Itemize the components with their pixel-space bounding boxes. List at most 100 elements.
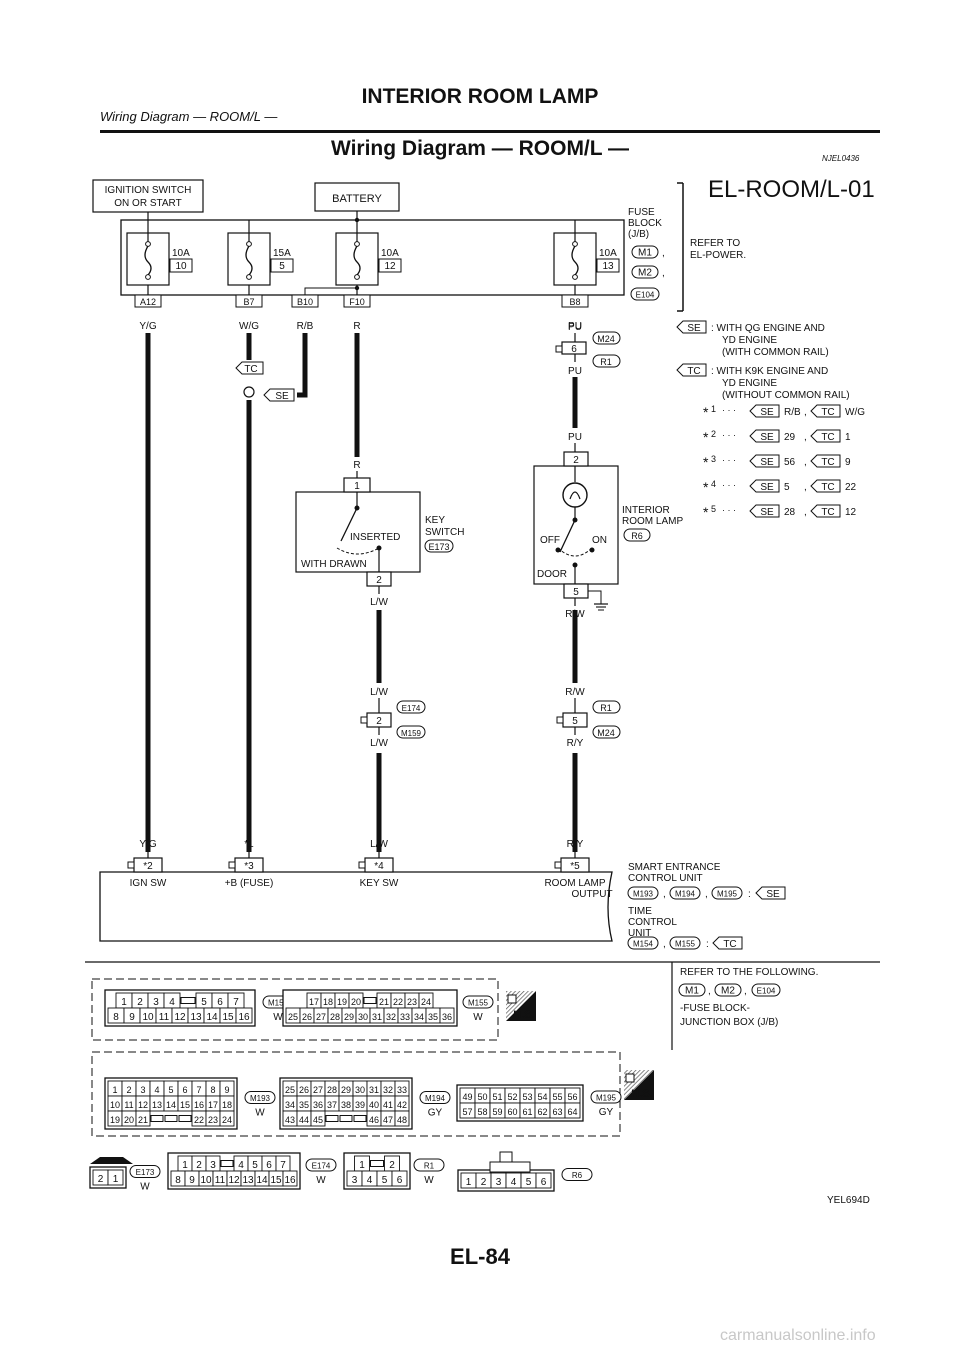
fuse-num-box	[270, 258, 294, 273]
fuse-amp: 15A	[273, 248, 291, 259]
fuse-block-label: FUSE BLOCK (J/B)	[628, 207, 662, 240]
fuse-wire-label: W/G	[239, 321, 259, 332]
connector-pin-number: 50	[477, 1092, 487, 1102]
pin-m24-6: 6	[571, 344, 577, 355]
connector-pin-number: 16	[238, 1012, 250, 1023]
connector-pin-number: 23	[407, 997, 417, 1007]
connector-pin-number: 2	[126, 1085, 131, 1095]
fuse-terminal	[235, 294, 263, 308]
legend-se-value: R/B	[784, 407, 801, 418]
connector-pin-number: 36	[442, 1012, 452, 1022]
legend: SE : WITH QG ENGINE AND YD ENGINE (WITH …	[676, 320, 865, 520]
unit-pin-latch	[358, 861, 366, 869]
fuse-dot-top	[354, 241, 360, 247]
connector-pin-number: 15	[222, 1012, 234, 1023]
connector-pin-number: 52	[507, 1092, 517, 1102]
connector-pin-number: 49	[462, 1092, 472, 1102]
connector-pin-number: 17	[309, 997, 319, 1007]
fuse-block-label-3: (J/B)	[628, 229, 649, 240]
connector-pin-number: 6	[217, 997, 223, 1008]
r6-cap	[489, 1161, 531, 1173]
connector-pin-cell	[219, 1110, 235, 1127]
e174-wire-top: L/W	[370, 687, 388, 698]
lamp-bulb-icon	[562, 482, 588, 508]
wire-pu-top: PU	[568, 322, 582, 333]
legend-star: *	[703, 404, 709, 420]
connector-pin-number: 61	[522, 1107, 532, 1117]
lamp-wire-top: PU	[568, 432, 582, 443]
connector-pin-number: 8	[113, 1012, 119, 1023]
e174-tag: E174	[402, 704, 421, 713]
connector-name-tag: M155	[468, 999, 489, 1008]
tc-conn-0-pill	[627, 936, 659, 950]
connector-pin-number: 2	[481, 1177, 487, 1188]
fuse-wire-label: R	[353, 321, 360, 332]
connector-name-tag-pill	[590, 1090, 622, 1104]
m24-lower-tag: M24	[597, 728, 615, 738]
option-se-label: SE	[275, 391, 289, 402]
refer-following: REFER TO THE FOLLOWING. M1,M2,E104 -FUSE…	[85, 961, 880, 1050]
connector-name-tag-pill	[305, 1158, 337, 1172]
legend-tc-line2: YD ENGINE	[722, 378, 777, 389]
legend-tc-tag-shape	[810, 504, 841, 518]
tc-colon: :	[706, 939, 709, 950]
connector-pin-number: 2	[98, 1174, 104, 1185]
connector-pin-number: 43	[285, 1115, 295, 1125]
se-conn-2: M195	[717, 890, 738, 899]
unit-pin-label: *2	[143, 861, 153, 872]
connector-name-tag: E174	[312, 1162, 331, 1171]
tc-unit-name-2: CONTROL	[628, 917, 677, 928]
connector-pin-number: 24	[421, 997, 431, 1007]
terminal-b10: B10 R/B	[291, 294, 319, 332]
connector-pin-number: 20	[124, 1115, 134, 1125]
connector-pin-number: 7	[280, 1160, 286, 1171]
connector-key	[325, 1115, 339, 1122]
connector-pin-number: 37	[327, 1100, 337, 1110]
connector-pin-number: 35	[428, 1012, 438, 1022]
fuse-amp: 10A	[599, 248, 617, 259]
fuse-block-conn-m1-pill	[631, 245, 659, 259]
key-name-1: KEY	[425, 515, 445, 526]
connector-pin-cell	[107, 1169, 124, 1186]
se-comma: ,	[663, 889, 666, 900]
page-title: INTERIOR ROOM LAMP	[361, 85, 599, 108]
connector-pin-number: 9	[129, 1012, 135, 1023]
legend-tc-value: 9	[845, 457, 851, 468]
connector-pin-number: 6	[397, 1175, 403, 1186]
connector-key	[150, 1115, 164, 1122]
connector-pin-number: 35	[299, 1100, 309, 1110]
legend-tc-line1: : WITH K9K ENGINE AND	[711, 366, 828, 377]
se-conn-1: M194	[675, 890, 696, 899]
connector-key	[178, 1115, 192, 1122]
unit-pin-label: *5	[570, 861, 580, 872]
connector-pin-number: 15	[270, 1175, 282, 1186]
diagram-ref-code: NJEL0436	[822, 154, 860, 163]
refer-power-label: EL-POWER.	[690, 250, 746, 261]
legend-num: 2	[711, 429, 716, 439]
battery-label: BATTERY	[332, 193, 382, 205]
refer-conn-e104: E104	[757, 987, 776, 996]
connector-pin-number: 4	[238, 1160, 244, 1171]
fuse-block-conn-e104-pill	[630, 287, 660, 301]
connector-pin-number: 24	[222, 1115, 232, 1125]
refer-conn-m1-pill	[678, 983, 706, 997]
wire-pu-mid: PU	[568, 366, 582, 377]
connector-pin-number: 28	[330, 1012, 340, 1022]
legend-tc-value: 22	[845, 482, 857, 493]
hs-label: H.S.	[631, 1088, 652, 1100]
legend-se-line2: YD ENGINE	[722, 335, 777, 346]
connector-pin-number: 5	[526, 1177, 532, 1188]
legend-se-tag: SE	[760, 432, 774, 443]
fuse-dot-bot	[246, 274, 252, 280]
lamp-off-label: OFF	[540, 535, 560, 546]
connector-pin-number: 25	[288, 1012, 298, 1022]
fuse-block-conn-m2: M2	[638, 268, 652, 279]
ignition-switch: IGNITION SWITCH ON OR START	[92, 179, 204, 213]
connector-pin-number: 7	[233, 997, 239, 1008]
connector-pin-number: 16	[194, 1100, 204, 1110]
connector-r1-lower: R/W 5 R1 M24 R/Y	[556, 687, 621, 749]
